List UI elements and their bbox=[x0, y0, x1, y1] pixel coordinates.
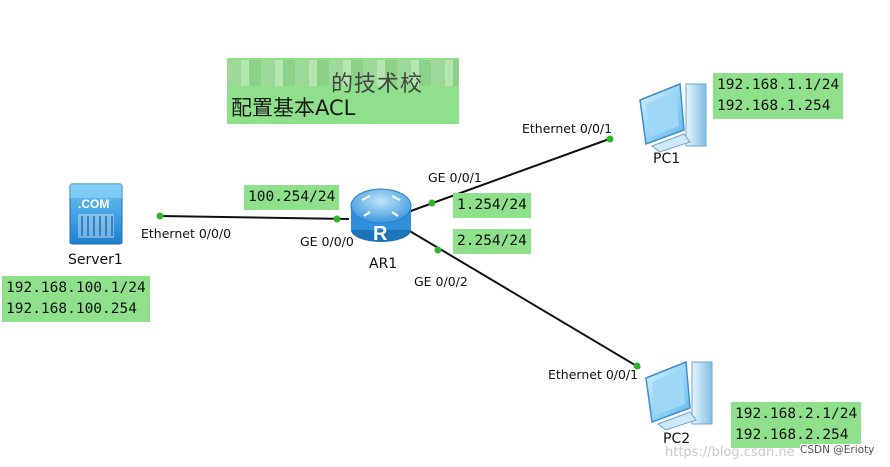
pc2-interface-label: Ethernet 0/0/1 bbox=[548, 367, 639, 382]
port-dot-ar1-ge0 bbox=[333, 215, 341, 223]
pc1-ip: 192.168.1.1/24 bbox=[717, 77, 840, 93]
ar1-ge0-ip-box: 100.254/24 bbox=[244, 185, 340, 210]
pc2-name-label: PC2 bbox=[663, 431, 691, 447]
page-title: 配置基本ACL bbox=[231, 96, 356, 120]
port-dot-ar1-ge1 bbox=[428, 199, 436, 207]
router-icon[interactable]: R bbox=[350, 188, 412, 245]
links bbox=[156, 135, 641, 370]
port-dot-pc2 bbox=[633, 362, 641, 370]
svg-text:R: R bbox=[373, 223, 388, 245]
port-dot-server bbox=[156, 212, 164, 220]
link-ar1-pc1 bbox=[407, 137, 613, 213]
server-name-label: Server1 bbox=[68, 252, 123, 268]
watermark-url: https://blog.csdn.ne bbox=[665, 445, 795, 460]
pc1-ip-box: 192.168.1.1/24 192.168.1.254 bbox=[713, 73, 844, 119]
pc1-name-label: PC1 bbox=[653, 151, 681, 167]
server-gateway: 192.168.100.254 bbox=[6, 301, 137, 317]
ar1-ge1-label: GE 0/0/1 bbox=[428, 170, 482, 185]
csdn-credit: CSDN @Erioty bbox=[800, 444, 875, 456]
router-name-label: AR1 bbox=[369, 256, 398, 272]
port-dot-ar1-ge2 bbox=[434, 246, 442, 254]
title-box: 的技术校 配置基本ACL bbox=[227, 58, 459, 124]
ar1-ge0-label: GE 0/0/0 bbox=[300, 234, 354, 249]
pc1-interface-label: Ethernet 0/0/1 bbox=[522, 121, 613, 136]
title-partial-text: 的技术校 bbox=[331, 72, 424, 97]
ar1-ge1-ip-box: 1.254/24 bbox=[453, 193, 531, 218]
port-dot-pc1 bbox=[606, 135, 614, 143]
server-ip-box: 192.168.100.1/24 192.168.100.254 bbox=[2, 276, 150, 322]
link-ar1-pc2 bbox=[407, 229, 641, 369]
pc1-icon[interactable] bbox=[639, 82, 707, 153]
link-server-ar1 bbox=[159, 215, 350, 220]
ar1-ge2-label: GE 0/0/2 bbox=[414, 274, 468, 289]
title-blur-mask bbox=[227, 60, 459, 86]
pc2-gateway: 192.168.2.254 bbox=[735, 427, 849, 443]
pc2-icon[interactable] bbox=[645, 360, 713, 431]
pc1-gateway: 192.168.1.254 bbox=[717, 98, 831, 114]
server-icon[interactable]: .COM bbox=[69, 183, 123, 245]
pc2-ip-box: 192.168.2.1/24 192.168.2.254 bbox=[731, 402, 862, 448]
server-interface-label: Ethernet 0/0/0 bbox=[141, 226, 232, 241]
server-ip: 192.168.100.1/24 bbox=[6, 280, 146, 296]
svg-text:.COM: .COM bbox=[78, 197, 109, 211]
pc2-ip: 192.168.2.1/24 bbox=[735, 406, 858, 422]
ar1-ge2-ip-box: 2.254/24 bbox=[453, 229, 531, 254]
